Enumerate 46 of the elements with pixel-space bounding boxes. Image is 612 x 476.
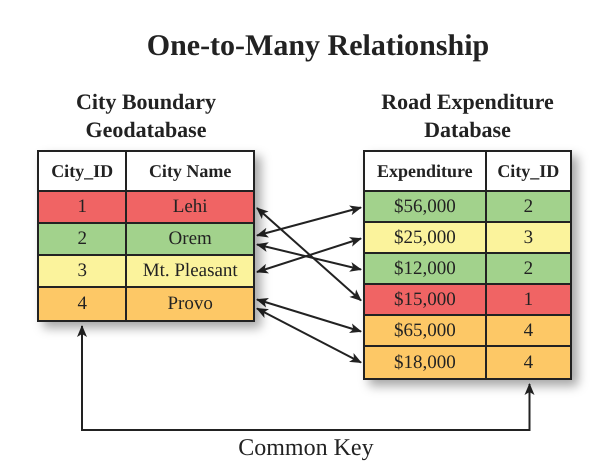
table-row	[39, 224, 253, 256]
table-cell: $56,000	[365, 192, 487, 221]
double-arrow	[256, 207, 362, 302]
column-header: City_ID	[39, 152, 128, 190]
table-cell: 4	[39, 288, 128, 320]
table-cell: $12,000	[365, 254, 487, 283]
table-row	[365, 316, 570, 347]
table-cell-text: Orem	[168, 227, 213, 251]
table-cell: 2	[39, 224, 128, 254]
double-arrow	[256, 206, 362, 238]
table-cell-text: 3	[522, 226, 534, 250]
table-cell-text: 4	[522, 350, 534, 374]
table-title: City Boundary Geodatabase	[75, 88, 217, 144]
table-row	[365, 347, 570, 378]
table-row	[39, 288, 253, 320]
column-header: Expenditure	[365, 152, 487, 190]
table-cell-text: Lehi	[172, 195, 209, 219]
table-cell: $65,000	[365, 316, 487, 345]
double-arrow	[256, 308, 362, 364]
table-row	[365, 254, 570, 285]
table-cell: $25,000	[365, 223, 487, 252]
table-cell-text: 4	[522, 318, 534, 342]
table-title: Road Expenditure Database	[380, 88, 555, 144]
table-cell-text: Provo	[166, 292, 214, 316]
table-cell: 1	[39, 192, 128, 222]
table-cell-text: 2	[522, 256, 534, 280]
table-cell: $15,000	[365, 285, 487, 314]
double-arrow	[256, 298, 362, 334]
column-header: City Name	[148, 160, 232, 183]
table-cell-text: 1	[522, 288, 534, 312]
double-arrow	[256, 242, 362, 272]
table-row	[365, 285, 570, 316]
table-row	[39, 192, 253, 224]
double-arrow	[256, 237, 362, 274]
table-row	[39, 256, 253, 288]
table-header-row	[365, 152, 570, 192]
table-header-row	[39, 152, 253, 192]
table-cell-text: 2	[522, 194, 534, 218]
column-header: City_ID	[496, 160, 560, 183]
diagram-title: One-to-Many Relationship	[146, 28, 490, 64]
double-arrow	[77, 325, 534, 431]
table-row	[365, 192, 570, 223]
table-cell: $18,000	[365, 347, 487, 378]
table-row	[365, 223, 570, 254]
table-cell-text: Mt. Pleasant	[142, 259, 239, 283]
table-cell: 3	[39, 256, 128, 286]
